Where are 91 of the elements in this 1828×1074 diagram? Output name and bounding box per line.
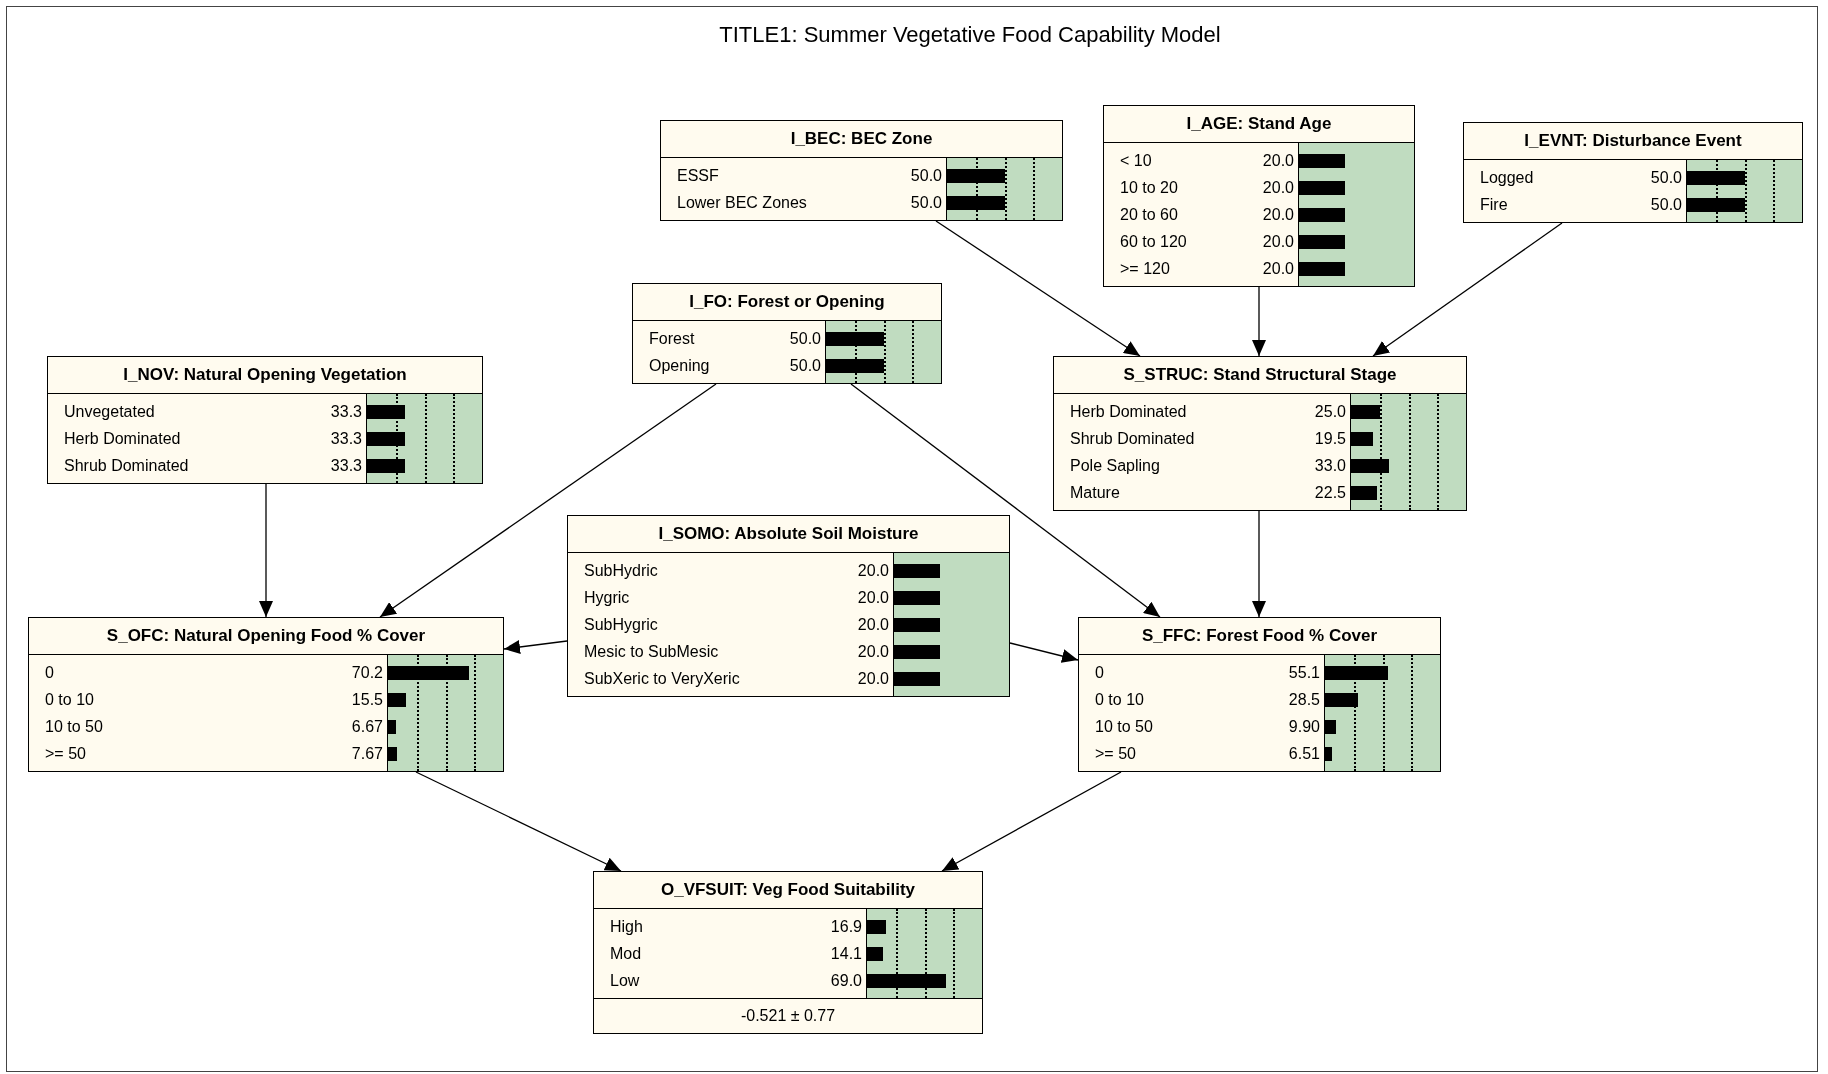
probability-value: 16.9 <box>830 916 862 937</box>
arrow <box>1252 510 1266 618</box>
arrow <box>415 771 622 872</box>
probability-value: 33.3 <box>330 428 362 449</box>
arrow <box>850 383 1161 618</box>
network-node <box>1103 105 1415 287</box>
state-name: 20 to 60 <box>1120 204 1178 225</box>
arrow <box>1372 222 1563 357</box>
probability-value: 33.0 <box>1314 455 1346 476</box>
probability-value: 50.0 <box>910 165 942 186</box>
state-name: Mature <box>1070 482 1120 503</box>
arrow <box>1009 642 1079 663</box>
state-name: Mesic to SubMesic <box>584 641 719 662</box>
probability-value: 33.3 <box>330 455 362 476</box>
probability-value: 69.0 <box>830 970 862 991</box>
state-name: SubXeric to VeryXeric <box>584 668 740 689</box>
state-name: 0 to 10 <box>1095 689 1144 710</box>
network-node <box>567 515 1010 697</box>
state-name: SubHydric <box>584 560 658 581</box>
state-name: >= 120 <box>1120 258 1170 279</box>
state-name: < 10 <box>1120 150 1152 171</box>
state-name: >= 50 <box>45 743 86 764</box>
network-node <box>47 356 483 484</box>
state-name: High <box>610 916 643 937</box>
state-name: SubHygric <box>584 614 658 635</box>
probability-value: 20.0 <box>857 587 889 608</box>
network-node <box>632 283 942 384</box>
diagram-title: TITLE1: Summer Vegetative Food Capability Model <box>718 21 1222 49</box>
probability-value: 15.5 <box>351 689 383 710</box>
probability-value: 6.67 <box>351 716 383 737</box>
network-node <box>660 120 1063 221</box>
probability-value: 70.2 <box>351 662 383 683</box>
probability-value: 20.0 <box>857 614 889 635</box>
probability-value: 20.0 <box>1262 204 1294 225</box>
arrow <box>1252 286 1266 357</box>
state-name: Opening <box>649 355 710 376</box>
probability-value: 50.0 <box>789 328 821 349</box>
arrow <box>941 771 1122 872</box>
state-name: Pole Sapling <box>1070 455 1160 476</box>
state-name: ESSF <box>677 165 719 186</box>
arrow <box>259 483 273 618</box>
state-name: Forest <box>649 328 695 349</box>
network-node <box>1078 617 1441 772</box>
probability-value: 20.0 <box>857 668 889 689</box>
probability-value: 7.67 <box>351 743 383 764</box>
arrow <box>503 640 568 654</box>
network-node <box>1463 122 1803 223</box>
probability-value: 50.0 <box>1650 194 1682 215</box>
state-name: Mod <box>610 943 642 964</box>
state-name: Low <box>610 970 640 991</box>
probability-value: 50.0 <box>789 355 821 376</box>
probability-value: 9.90 <box>1288 716 1320 737</box>
state-name: Hygric <box>584 587 630 608</box>
arrow <box>935 220 1141 357</box>
probability-value: 55.1 <box>1288 662 1320 683</box>
probability-value: 20.0 <box>1262 231 1294 252</box>
probability-value: 33.3 <box>330 401 362 422</box>
probability-value: 22.5 <box>1314 482 1346 503</box>
probability-value: 25.0 <box>1314 401 1346 422</box>
state-name: 0 to 10 <box>45 689 94 710</box>
probability-value: 28.5 <box>1288 689 1320 710</box>
probability-value: 20.0 <box>1262 258 1294 279</box>
probability-value: 14.1 <box>830 943 862 964</box>
state-name: 10 to 50 <box>1095 716 1153 737</box>
probability-value: 20.0 <box>1262 150 1294 171</box>
state-name: 0 <box>45 662 54 683</box>
network-node <box>1053 356 1467 511</box>
probability-value: 50.0 <box>1650 167 1682 188</box>
probability-value: 50.0 <box>910 192 942 213</box>
expected-value: -0.521 ± 0.77 <box>594 998 982 1033</box>
probability-value: 20.0 <box>857 560 889 581</box>
state-name: 60 to 120 <box>1120 231 1187 252</box>
probability-value: 20.0 <box>857 641 889 662</box>
state-name: 10 to 20 <box>1120 177 1178 198</box>
probability-value: 20.0 <box>1262 177 1294 198</box>
state-name: Logged <box>1480 167 1534 188</box>
state-name: 10 to 50 <box>45 716 103 737</box>
state-name: Herb Dominated <box>1070 401 1187 422</box>
probability-value: 19.5 <box>1314 428 1346 449</box>
probability-value: 6.51 <box>1288 743 1320 764</box>
state-name: Fire <box>1480 194 1508 215</box>
state-name: >= 50 <box>1095 743 1136 764</box>
state-name: 0 <box>1095 662 1104 683</box>
state-name: Lower BEC Zones <box>677 192 807 213</box>
state-name: Unvegetated <box>64 401 155 422</box>
network-node <box>28 617 504 772</box>
state-name: Herb Dominated <box>64 428 181 449</box>
network-node <box>593 871 983 1034</box>
state-name: Shrub Dominated <box>1070 428 1195 449</box>
arrow <box>379 383 717 618</box>
state-name: Shrub Dominated <box>64 455 189 476</box>
